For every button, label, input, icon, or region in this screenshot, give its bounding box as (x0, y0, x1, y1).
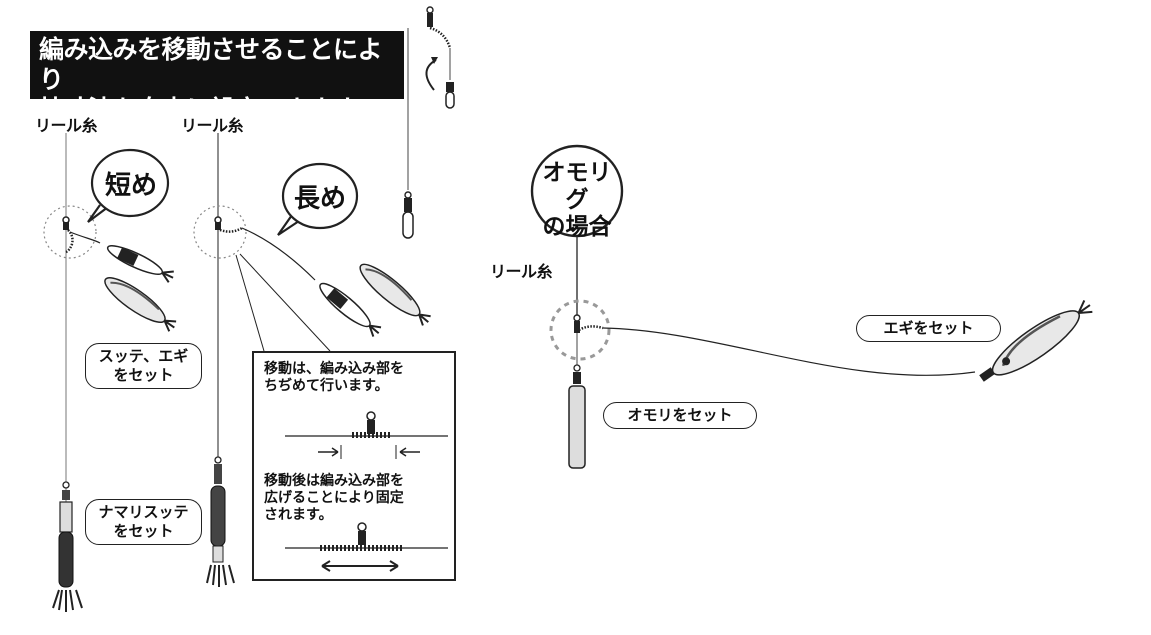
braid-move-info-box: 移動は、編み込み部を ちぢめて行います。 移動後は編み込み部を 広げることにより… (252, 351, 456, 581)
reel-line-label: リール糸 (35, 116, 98, 135)
headline-line-2: 枝寸法を自由に設定できます (39, 95, 358, 124)
info-text-move: 移動は、編み込み部を ちぢめて行います。 (264, 361, 404, 394)
sutte-lure (106, 245, 174, 283)
egi-lure (359, 263, 431, 326)
braid-move-illustration (402, 6, 455, 239)
sutte-lure (319, 282, 382, 337)
reel-line-label: リール糸 (490, 262, 553, 281)
braid-highlight (43, 205, 97, 259)
sinker-weight (568, 385, 586, 469)
sinker-case-bubble-text: オモリグ の場合 (542, 160, 612, 240)
short-bubble-text: 短め (104, 171, 157, 201)
long-bubble (277, 162, 359, 236)
braid-section (65, 229, 74, 254)
reel-line-label: リール糸 (181, 116, 244, 135)
long-rig (193, 133, 431, 587)
sutte-egi-set-label: スッテ、エギ をセット (85, 343, 202, 389)
namari-sutte-lure (52, 481, 83, 612)
namari-sutte-set-label: ナマリスッテ をセット (85, 499, 202, 545)
leader-line (602, 327, 976, 376)
long-bubble-text: 長め (293, 184, 346, 214)
short-bubble (87, 148, 170, 223)
headline-line-1: 編み込みを移動させることにより (39, 35, 383, 94)
headline-box: 編み込みを移動させることにより 枝寸法を自由に設定できます (30, 31, 404, 124)
short-rig (43, 133, 177, 612)
braid-highlight (193, 205, 247, 259)
egi-lure (979, 300, 1093, 382)
info-text-fix: 移動後は編み込み部を 広げることにより固定 されます。 (264, 473, 404, 523)
sinker-rig (549, 226, 1093, 469)
omori-set-label: オモリをセット (603, 402, 757, 429)
sinker-case-bubble (530, 144, 624, 238)
egi-set-label: エギをセット (856, 315, 1001, 342)
braid-highlight (549, 299, 611, 361)
egi-lure (104, 277, 177, 332)
namari-sutte-lure (206, 456, 235, 587)
